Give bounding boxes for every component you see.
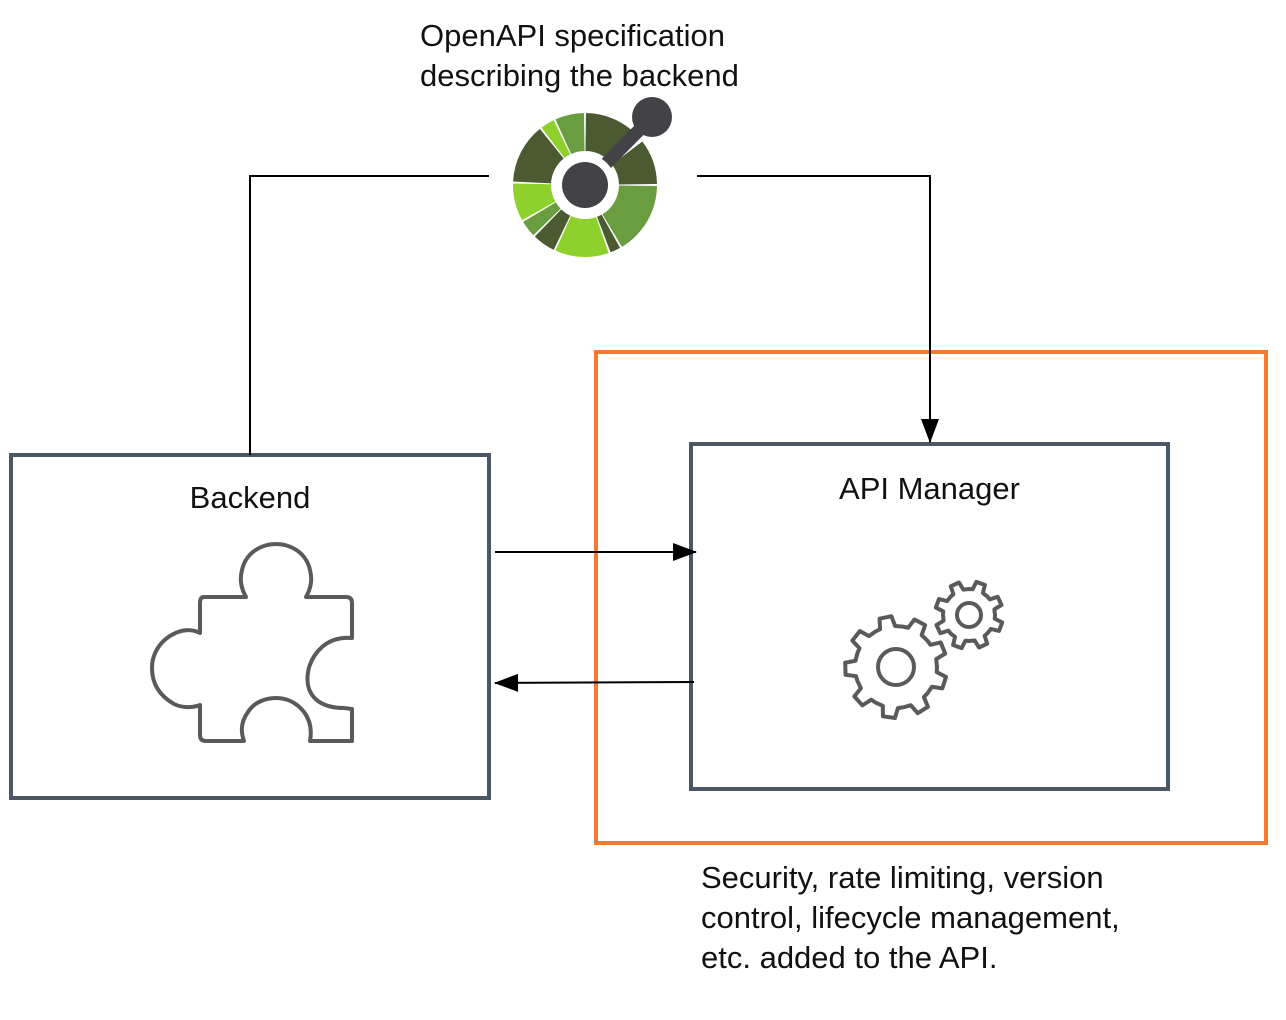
logo-segment <box>523 202 561 236</box>
gear-hole <box>876 647 916 687</box>
backend-to-spec-line <box>249 175 489 455</box>
gear-hole <box>955 601 983 629</box>
api-manager-title: API Manager <box>839 471 1020 506</box>
logo-segment <box>555 113 585 154</box>
logo-segment <box>585 113 635 161</box>
api-manager-box[interactable] <box>689 442 1170 791</box>
api-manager-to-backend-arrow <box>494 673 695 692</box>
openapi-logo-icon <box>513 97 672 257</box>
logo-segment <box>534 209 571 250</box>
puzzle-piece-icon <box>150 542 354 743</box>
backend-title: Backend <box>189 480 311 515</box>
openapi-spec-caption: OpenAPI specification describing the bac… <box>420 18 739 93</box>
logo-segment <box>555 216 609 257</box>
gear-outline <box>933 579 1005 651</box>
logo-segment <box>541 120 571 158</box>
logo-segment <box>513 183 556 221</box>
logo-segment <box>612 141 657 185</box>
logo-segment <box>513 128 564 184</box>
api-manager-features-caption: Security, rate limiting, version control… <box>701 860 1120 975</box>
gears-icon <box>843 579 1005 720</box>
logo-segment <box>602 185 657 247</box>
gear-outline <box>843 614 949 720</box>
logo-segment <box>597 214 621 253</box>
spec-to-api-manager-arrow <box>697 175 939 443</box>
